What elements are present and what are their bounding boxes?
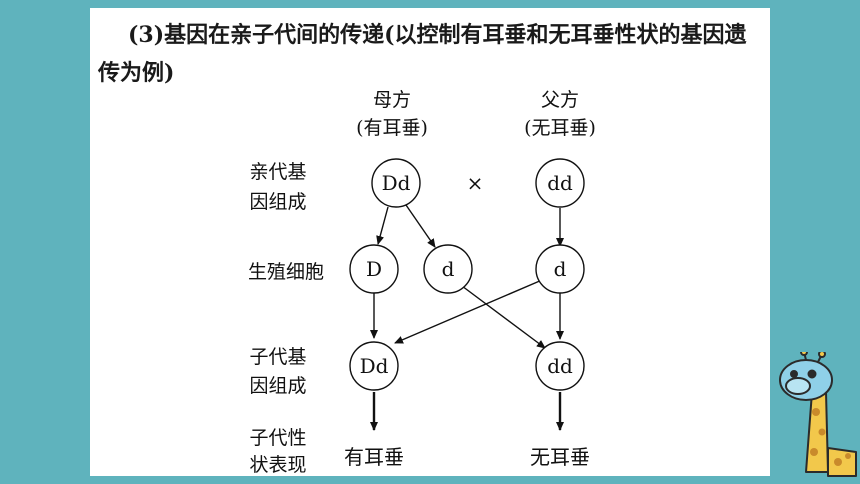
node-father-parent-label: dd bbox=[547, 171, 573, 195]
giraffe-decoration-icon bbox=[779, 352, 857, 477]
mother-label: 母方 bbox=[373, 89, 411, 111]
row-label-offspring-genotype-2: 因组成 bbox=[249, 375, 306, 397]
father-trait: (无耳垂) bbox=[524, 117, 596, 139]
node-child-Dd-label: Dd bbox=[360, 354, 389, 378]
row-label-gametes: 生殖细胞 bbox=[248, 261, 324, 283]
row-label-parent-genotype-2: 因组成 bbox=[249, 191, 306, 213]
node-gamete-D bbox=[349, 244, 399, 294]
section-title-text: (3)基因在亲子代间的传递(以控制有耳垂和无耳垂性状的基因遗传为例) bbox=[98, 22, 747, 86]
arrow-motherd-to-dd bbox=[461, 285, 546, 349]
node-child-Dd bbox=[349, 341, 399, 391]
row-label-offspring-phenotype-2: 状表现 bbox=[249, 454, 306, 476]
inheritance-diagram: 母方 (有耳垂) 父方 (无耳垂) 亲代基 因组成 生殖细胞 子代基 因组成 子… bbox=[248, 89, 596, 476]
node-mother-parent-label: Dd bbox=[382, 171, 411, 195]
node-gamete-father-d bbox=[535, 244, 585, 294]
row-label-offspring-phenotype-1: 子代性 bbox=[249, 427, 306, 449]
node-gamete-father-d-label: d bbox=[554, 257, 567, 281]
node-father-parent bbox=[535, 158, 585, 208]
arrow-fatherd-to-Dd bbox=[394, 279, 543, 344]
node-gamete-mother-d bbox=[423, 244, 473, 294]
arrow-mother-to-d bbox=[405, 204, 436, 248]
node-gamete-mother-d-label: d bbox=[442, 257, 455, 281]
mother-trait: (有耳垂) bbox=[356, 117, 428, 139]
arrow-mother-to-D bbox=[376, 206, 389, 245]
father-label: 父方 bbox=[541, 89, 579, 111]
node-gamete-D-label: D bbox=[366, 257, 382, 281]
section-title: (3)基因在亲子代间的传递(以控制有耳垂和无耳垂性状的基因遗传为例) bbox=[98, 16, 762, 92]
node-mother-parent bbox=[371, 158, 421, 208]
row-label-parent-genotype-1: 亲代基 bbox=[249, 161, 306, 183]
phenotype-child-2: 无耳垂 bbox=[530, 445, 590, 469]
node-child-dd bbox=[535, 341, 585, 391]
content-panel: (3)基因在亲子代间的传递(以控制有耳垂和无耳垂性状的基因遗传为例) 母方 (有… bbox=[90, 8, 770, 476]
cross-symbol: × bbox=[467, 171, 484, 195]
node-child-dd-label: dd bbox=[547, 354, 573, 378]
phenotype-child-1: 有耳垂 bbox=[344, 445, 404, 469]
row-label-offspring-genotype-1: 子代基 bbox=[249, 346, 306, 368]
